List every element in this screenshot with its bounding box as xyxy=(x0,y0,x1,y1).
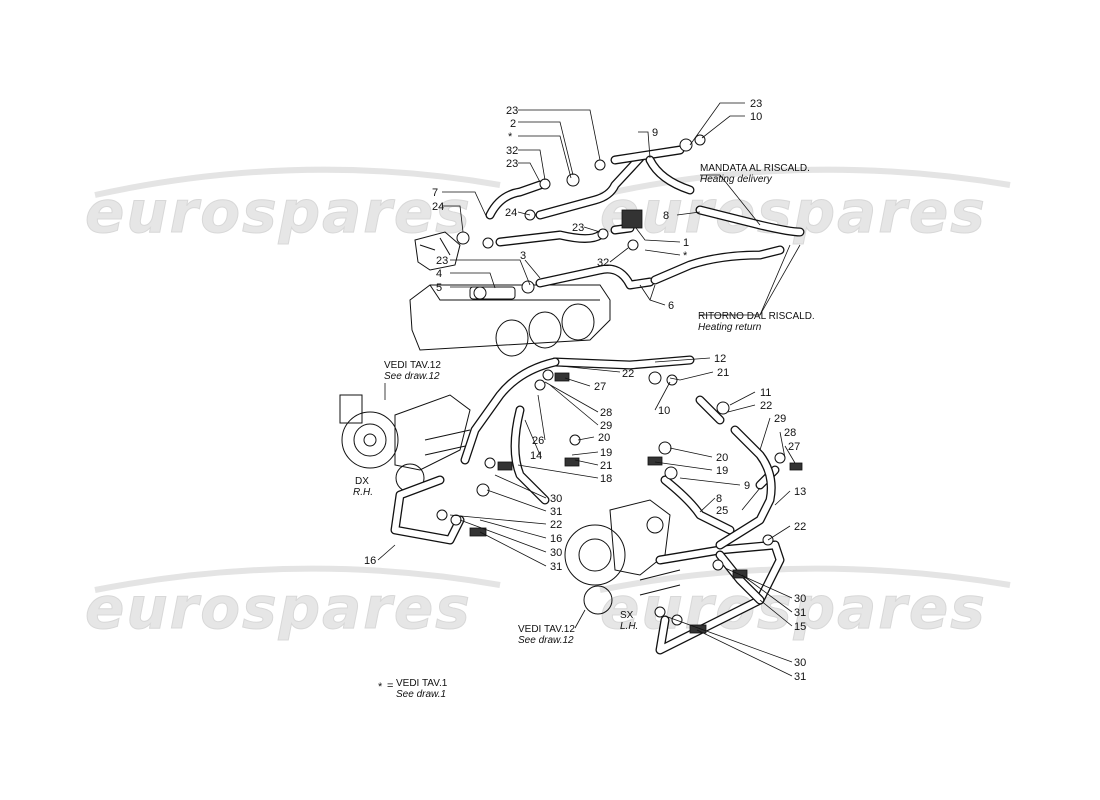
callout-label: 18 xyxy=(600,473,612,485)
callout-label: 14 xyxy=(530,450,542,462)
callout-label: 23 xyxy=(506,158,518,170)
callout-label: 32 xyxy=(597,257,609,269)
lower-fittings xyxy=(436,369,803,634)
callout-label: 8 xyxy=(716,493,722,505)
callout-label: 22 xyxy=(760,400,772,412)
callout-label: 31 xyxy=(794,671,806,683)
turbo-rh-ref-en: See draw.12 xyxy=(384,371,440,382)
callout-label: 10 xyxy=(750,111,762,123)
callout-label: 30 xyxy=(550,493,562,505)
callout-label: 9 xyxy=(744,480,750,492)
watermark-swoosh xyxy=(94,166,501,198)
turbo-lh-side-en: L.H. xyxy=(620,621,638,632)
callout-label: 9 xyxy=(652,127,658,139)
callout-label: 24 xyxy=(505,207,517,219)
upper-leaders xyxy=(442,102,801,316)
lower-lines xyxy=(390,355,785,655)
callout-label: * xyxy=(683,250,688,262)
callout-label: 11 xyxy=(760,387,771,399)
clamp-2 xyxy=(566,173,580,187)
callout-label: 16 xyxy=(364,555,376,567)
callout-label: 25 xyxy=(716,505,728,517)
callout-label: 19 xyxy=(716,465,728,477)
heating-notes: MANDATA AL RISCALD. Heating delivery RIT… xyxy=(698,163,815,333)
callout-label: 22 xyxy=(622,368,634,380)
callout-label: 23 xyxy=(750,98,762,110)
watermark-swoosh xyxy=(599,565,1011,593)
callout-label: 12 xyxy=(714,353,726,365)
turbo-lh-ref-en: See draw.12 xyxy=(518,635,574,646)
turbo-lh-side: SX xyxy=(620,610,634,621)
watermark-text: eurospares xyxy=(85,574,472,642)
callout-label: 22 xyxy=(550,519,562,531)
callout-label: 23 xyxy=(436,255,448,267)
callout-label: 30 xyxy=(550,547,562,559)
callout-label: 7 xyxy=(432,187,438,199)
callout-label: 31 xyxy=(550,506,562,518)
callout-label: 32 xyxy=(506,145,518,157)
callout-label: 20 xyxy=(598,432,610,444)
footnote: * = VEDI TAV.1 See draw.1 xyxy=(378,678,448,700)
footnote-ref-en: See draw.1 xyxy=(396,689,446,700)
turbo-rh-side: DX xyxy=(355,476,369,487)
callout-label: 31 xyxy=(794,607,806,619)
upper-fittings xyxy=(456,134,706,300)
turbo-rh xyxy=(339,394,471,493)
callout-label: 15 xyxy=(794,621,806,633)
callout-label: 27 xyxy=(594,381,606,393)
callout-label: 19 xyxy=(600,447,612,459)
watermark-text: eurospares xyxy=(85,178,472,246)
callout-label: 21 xyxy=(717,367,729,379)
turbo-rh-ref: VEDI TAV.12 xyxy=(384,360,441,371)
callout-label: 13 xyxy=(794,486,806,498)
callout-label: 2 xyxy=(510,118,516,130)
callout-label: 31 xyxy=(550,561,562,573)
watermark-swoosh xyxy=(599,166,1011,198)
upper-hoses xyxy=(485,145,805,290)
upper-callouts: 23 2 * 32 23 7 24 24 23 23 4 5 3 9 23 10… xyxy=(432,98,762,312)
callout-label: 21 xyxy=(600,460,612,472)
callout-label: 3 xyxy=(520,250,526,262)
callout-label: * xyxy=(508,131,513,143)
callout-label: 20 xyxy=(716,452,728,464)
callout-label: 22 xyxy=(794,521,806,533)
callout-label: 5 xyxy=(436,282,442,294)
callout-label: 23 xyxy=(572,222,584,234)
heating-return-label: RITORNO DAL RISCALD. xyxy=(698,311,815,322)
callout-label: 28 xyxy=(784,427,796,439)
callout-label: 8 xyxy=(663,210,669,222)
callout-label: 16 xyxy=(550,533,562,545)
callout-label: 26 xyxy=(532,435,544,447)
footnote-eq: = xyxy=(387,680,393,692)
heating-delivery-label: MANDATA AL RISCALD. xyxy=(700,163,810,174)
callout-label: 23 xyxy=(506,105,518,117)
lower-callouts: 12 22 27 21 10 11 22 29 28 27 28 29 26 2… xyxy=(364,353,806,683)
engine-block xyxy=(409,231,611,357)
callout-label: 30 xyxy=(794,657,806,669)
heating-return-label-en: Heating return xyxy=(698,322,762,333)
callout-label: 10 xyxy=(658,405,670,417)
callout-label: 29 xyxy=(600,420,612,432)
watermark-swoosh xyxy=(94,565,501,593)
callout-label: 30 xyxy=(794,593,806,605)
turbo-lh-ref: VEDI TAV.12 xyxy=(518,624,575,635)
callout-label: 1 xyxy=(683,237,689,249)
footnote-star: * xyxy=(378,681,383,693)
callout-label: 29 xyxy=(774,413,786,425)
turbo-rh-side-en: R.H. xyxy=(353,487,373,498)
callout-label: 28 xyxy=(600,407,612,419)
callout-label: 4 xyxy=(436,268,442,280)
valve-1 xyxy=(621,209,643,229)
footnote-ref: VEDI TAV.1 xyxy=(396,678,448,689)
callout-label: 24 xyxy=(432,201,444,213)
heating-delivery-label-en: Heating delivery xyxy=(700,174,773,185)
callout-label: 27 xyxy=(788,441,800,453)
callout-label: 6 xyxy=(668,300,674,312)
lower-leaders xyxy=(377,357,796,677)
